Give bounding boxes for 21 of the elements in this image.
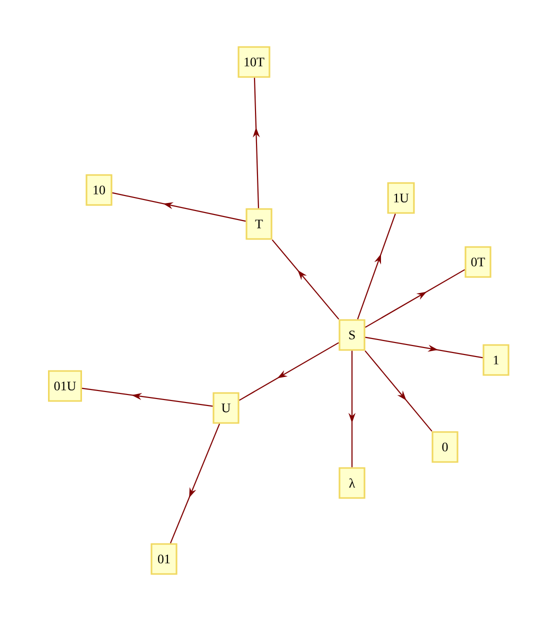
arrow [170, 424, 220, 544]
node-box: 10 [86, 174, 112, 206]
node-box: 01U [48, 370, 82, 402]
node-box: U [212, 392, 240, 424]
node-box: 1 [482, 344, 510, 376]
arrow [239, 342, 339, 401]
arrow [112, 192, 246, 222]
node-box: 1U [387, 182, 415, 214]
node-box: λ [338, 467, 366, 499]
arrow [365, 336, 483, 358]
arrow [272, 239, 340, 320]
arrow [82, 388, 213, 407]
node-box: 0T [464, 246, 492, 278]
node-box: T [246, 208, 272, 240]
node-box: S [338, 319, 366, 351]
node-box: 0 [432, 431, 458, 463]
node-box: 01 [150, 543, 178, 575]
arrow [364, 350, 432, 432]
node-box: 10T [238, 46, 270, 78]
arrow [365, 269, 465, 328]
arrow [357, 214, 396, 320]
